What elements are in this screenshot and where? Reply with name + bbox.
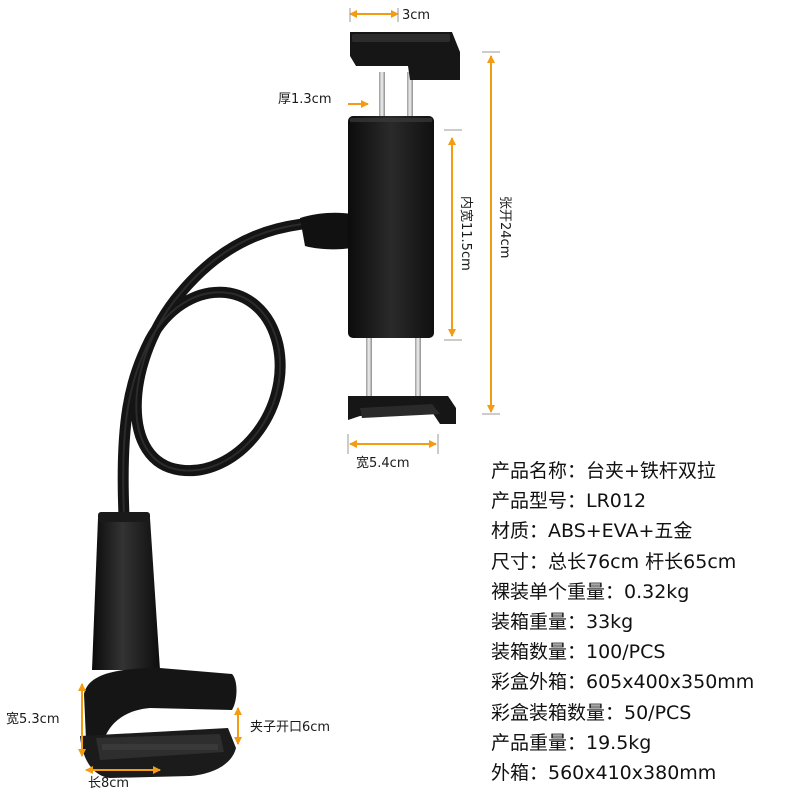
label-clamp-opening: 夹子开口6cm — [250, 720, 331, 735]
label-open-span: 张开24cm — [497, 196, 512, 259]
spec-material: 材质：ABS+EVA+五金 — [491, 520, 693, 543]
upper-rod-left — [379, 72, 385, 120]
top-grip — [350, 32, 460, 80]
spec-product-weight: 产品重量：19.5kg — [491, 731, 652, 754]
label-inner-width: 内宽11.5cm — [458, 196, 473, 271]
spec-list: 产品名称：台夹+铁杆双拉 产品型号：LR012 材质：ABS+EVA+五金 尺寸… — [491, 456, 791, 788]
table-clamp — [84, 668, 237, 740]
gooseneck-arm — [117, 216, 356, 522]
upper-rod-right — [407, 72, 413, 120]
label-thickness: 厚1.3cm — [278, 92, 332, 107]
label-clamp-length: 长8cm — [88, 776, 130, 791]
label-clamp-width: 宽5.3cm — [6, 712, 60, 727]
label-width-top: 3cm — [402, 8, 431, 23]
spec-product-name: 产品名称：台夹+铁杆双拉 — [491, 460, 716, 482]
lower-rod-right — [415, 337, 421, 399]
spec-outer-carton: 外箱：560x410x380mm — [491, 762, 717, 785]
joint-connector — [300, 212, 352, 250]
holder-body — [348, 116, 434, 338]
spec-colorbox-carton: 彩盒外箱：605x400x350mm — [491, 671, 755, 694]
spec-carton-weight: 装箱重量：33kg — [491, 611, 634, 634]
spec-model: 产品型号：LR012 — [491, 490, 647, 513]
spec-unit-weight: 裸装单个重量：0.32kg — [491, 580, 690, 603]
spec-colorbox-qty: 彩盒装箱数量：50/PCS — [491, 701, 692, 724]
spec-carton-qty: 装箱数量：100/PCS — [491, 641, 666, 664]
clamp-post — [92, 518, 160, 670]
label-holder-width: 宽5.4cm — [356, 456, 410, 471]
lower-rod-left — [366, 337, 372, 399]
spec-size: 尺寸：总长76cm 杆长65cm — [491, 550, 737, 573]
